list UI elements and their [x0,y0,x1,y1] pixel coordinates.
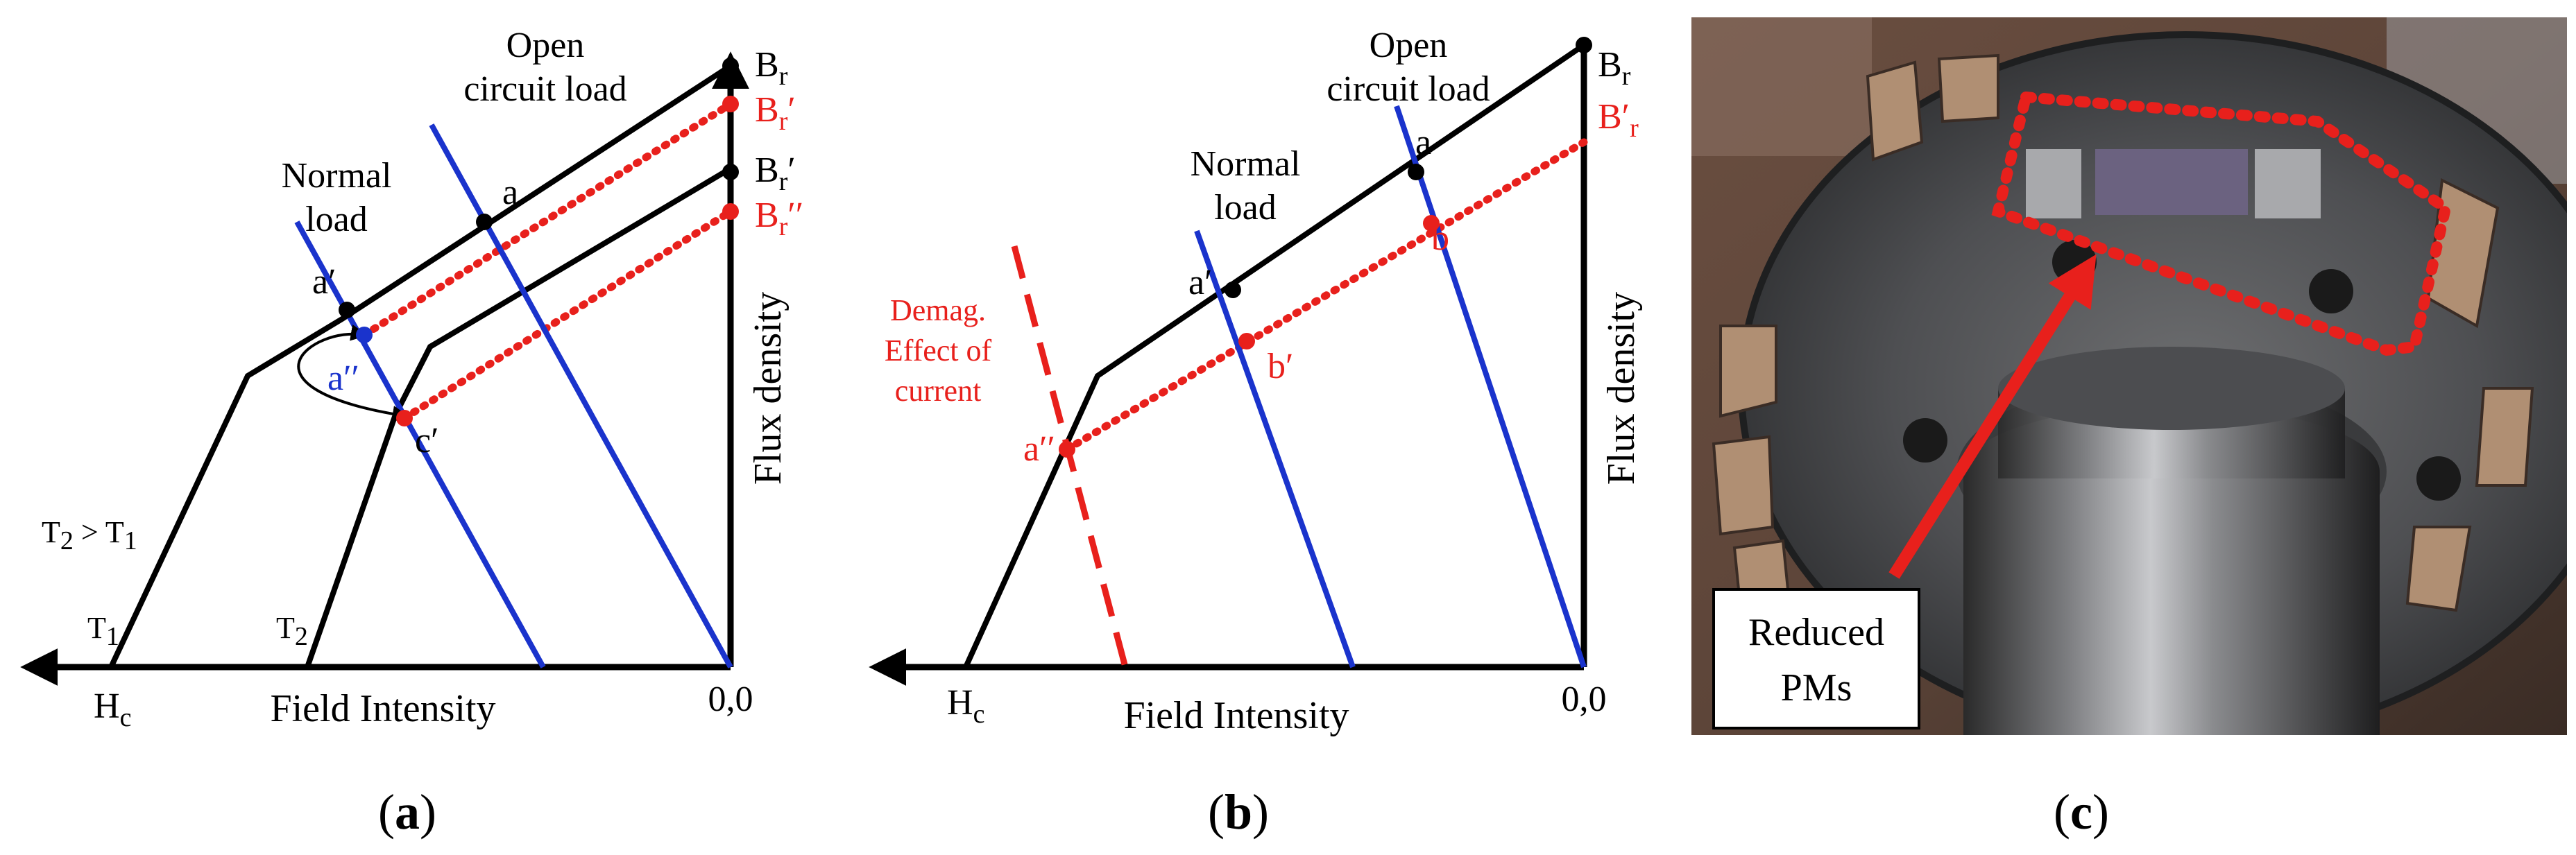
panel-b-caption: (b) [1208,784,1269,840]
panel-a-caption: (a) [378,784,436,840]
panel-b-label-b-prime: b′ [1268,347,1293,386]
panel-a-origin-label: 0,0 [708,680,753,719]
panel-c-caption: (c) [2054,784,2109,840]
panel-b-point-a-prime [1225,282,1241,298]
panel-a-label-temp-compare: T2 > T1 [42,515,137,555]
panel-b-label-a-dprime: a′′ [1023,429,1055,469]
rotor-hole [1903,418,1947,463]
callout-text-2: PMs [1781,666,1852,709]
callout-box [1712,588,1920,729]
panel-a-recoil-line-upper [360,100,735,339]
panel-b-demag-label-2: Effect of [885,334,992,368]
panel-b-point-b [1423,215,1440,232]
panel-b-normal-load-line [1194,230,1356,668]
panel-b-point-b-prime [1238,333,1255,349]
panel-a-label-t2: T2 [276,611,308,651]
panel-a-bh-diagram: Open circuit load Normal load a a′ a′′ c… [20,26,803,840]
panel-b-label-br: Br [1598,45,1631,91]
panel-b-x-axis-title: Field Intensity [1123,694,1349,737]
panel-a-point-a [476,214,493,230]
panel-b-label-a-prime: a′ [1188,263,1212,302]
callout-text-1: Reduced [1748,611,1884,654]
panel-b-label-br-prime: B′r [1598,97,1639,143]
panel-a-label-a: a [502,173,518,212]
panel-a-label-t1: T1 [87,611,119,651]
panel-b-open-circuit-load-line [1394,105,1587,668]
panel-b-demag-label-3: current [895,374,982,408]
panel-b-label-a: a [1415,123,1431,162]
panel-b-normal-load-label-1: Normal [1191,144,1301,184]
reduced-magnet-bars [2026,149,2321,218]
panel-b-label-hc: Hc [947,683,984,729]
panel-a-normal-load-label-1: Normal [282,156,392,196]
panel-a-point-a-prime [339,302,355,318]
panel-a-y-axis-title: Flux density [747,292,790,485]
panel-a-recoil-line-lower [400,207,735,422]
panel-a-point-a-dprime [356,327,373,343]
panel-a-open-circuit-load-line [429,123,733,668]
panel-a-point-br-dprime [722,203,739,220]
panel-b-origin-label: 0,0 [1562,680,1607,719]
panel-b-y-axis-title: Flux density [1600,292,1643,485]
panel-b-point-br [1576,37,1592,53]
panel-a-curve-t1 [108,63,733,668]
magnet-slots [1712,53,2534,619]
panel-b-label-b: b [1431,218,1449,258]
panel-b-bh-diagram: Open circuit load Normal load Demag. Eff… [869,26,1643,840]
panel-a-point-br [722,58,739,74]
panel-a-normal-load-label-2: load [305,200,368,239]
panel-a-label-a-dprime: a′′ [327,359,359,398]
panel-a-label-c-prime: c′ [415,421,438,460]
panel-b-demag-curve [963,42,1586,668]
panel-a-label-br-dprime: Br′′ [755,196,803,241]
rotor-hole [2309,269,2353,313]
panel-b-normal-load-label-2: load [1214,188,1277,227]
panel-b-point-a [1408,164,1424,180]
callout-arrow [1888,254,2097,579]
panel-b-demag-label-1: Demag. [890,293,986,327]
panel-a-open-circuit-label-2: circuit load [463,69,626,109]
panel-a-open-circuit-label-1: Open [506,26,585,65]
panel-a-curved-arrow [297,324,409,422]
panel-b-point-a-dprime [1059,441,1075,458]
panel-a-normal-load-line [294,221,546,668]
panel-b-open-circuit-label-2: circuit load [1327,69,1490,109]
panel-a-point-br-prime-black [722,164,739,180]
panel-c-rotor-photo: Reduced PMs (c) [1691,17,2567,840]
rotor-hole [2416,456,2461,501]
panel-a-label-br: Br [755,45,788,91]
panel-a-x-axis-title: Field Intensity [270,687,495,730]
panel-b-recoil-line [1063,138,1588,454]
highlight-region [1991,91,2453,356]
panel-a-label-a-prime: a′ [312,262,336,302]
panel-a-label-br-prime-red: Br′ [755,90,796,136]
panel-a-point-br-prime-red [722,96,739,112]
panel-a-curve-t2 [305,166,733,668]
panel-a-label-br-prime-black: Br′ [755,150,796,196]
panel-b-open-circuit-label-1: Open [1370,26,1448,65]
panel-a-point-c-prime [396,410,413,426]
panel-a-label-hc: Hc [94,686,131,732]
